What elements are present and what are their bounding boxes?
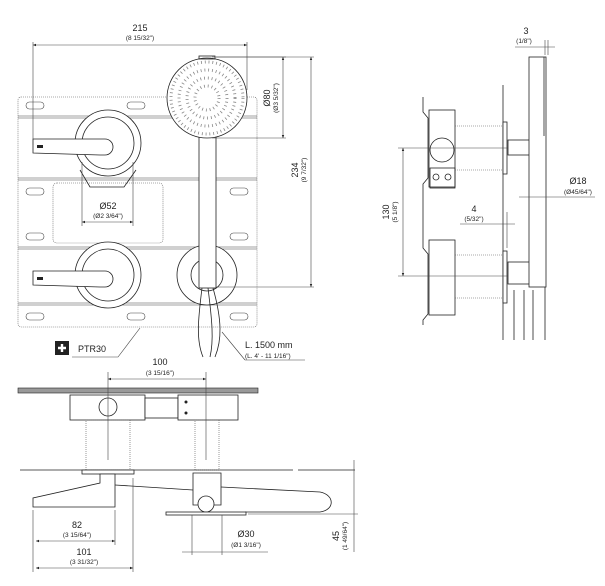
plus-icon — [55, 341, 69, 355]
thickness-dim-imperial: (1/8") — [516, 38, 532, 45]
head-dia-dim-imperial: (Ø3 5/32") — [273, 83, 280, 113]
center-dim-imperial: (3 15/16") — [146, 370, 174, 377]
spacing-dim: 130 — [381, 204, 391, 219]
lever-dim: 82 — [72, 520, 82, 530]
plate-slots — [25, 101, 249, 321]
height-dim-imperial: (9 7/32") — [301, 158, 308, 183]
lever-dim-imperial: (3 15/64") — [63, 532, 91, 539]
escutcheon-dim-imperial: (Ø2 3/64") — [93, 213, 123, 220]
thickness-dim: 3 — [523, 26, 528, 36]
plate-label: PTR30 — [78, 344, 106, 354]
side-view: 3 (1/8") 130 (5 1/8") 4 (5/32") Ø18 (Ø45… — [381, 26, 595, 340]
handle-dia-dim: Ø18 — [569, 176, 586, 186]
hose-length-label: L. 1500 mm — [245, 340, 293, 350]
escutcheon-dim: Ø52 — [99, 201, 116, 211]
front-view: 215 (8 15/32") Ø80 (Ø3 5/32") 234 (9 7/3… — [17, 23, 314, 361]
width-dim: 215 — [132, 23, 147, 33]
upper-mixer — [32, 109, 142, 188]
projection-dim: 101 — [76, 547, 91, 557]
hand-shower — [166, 55, 248, 358]
mounting-plate — [17, 96, 258, 328]
head-dia-dim: Ø80 — [262, 89, 272, 106]
depth-dim-imperial: (1 49/64") — [342, 522, 349, 550]
center-dim: 100 — [152, 357, 167, 367]
height-dim: 234 — [290, 162, 300, 177]
holder-dia-dim: Ø30 — [237, 529, 254, 539]
gap-dim-imperial: (5/32") — [464, 216, 483, 223]
width-dim-imperial: (8 15/32") — [126, 35, 154, 42]
handle-dia-dim-imperial: (Ø45/64") — [564, 189, 592, 196]
hose-length-imperial: (L. 4' - 11 1/16") — [245, 353, 291, 360]
projection-dim-imperial: (3 31/32") — [70, 559, 98, 566]
lower-mixer — [32, 241, 142, 309]
gap-dim: 4 — [471, 204, 476, 214]
depth-dim: 45 — [331, 531, 341, 541]
holder-dia-dim-imperial: (Ø1 3/16") — [231, 542, 261, 549]
spacing-dim-imperial: (5 1/8") — [392, 201, 399, 222]
top-view: 100 (3 15/16") 82 (3 15/64") 101 (3 31/3… — [17, 357, 358, 572]
